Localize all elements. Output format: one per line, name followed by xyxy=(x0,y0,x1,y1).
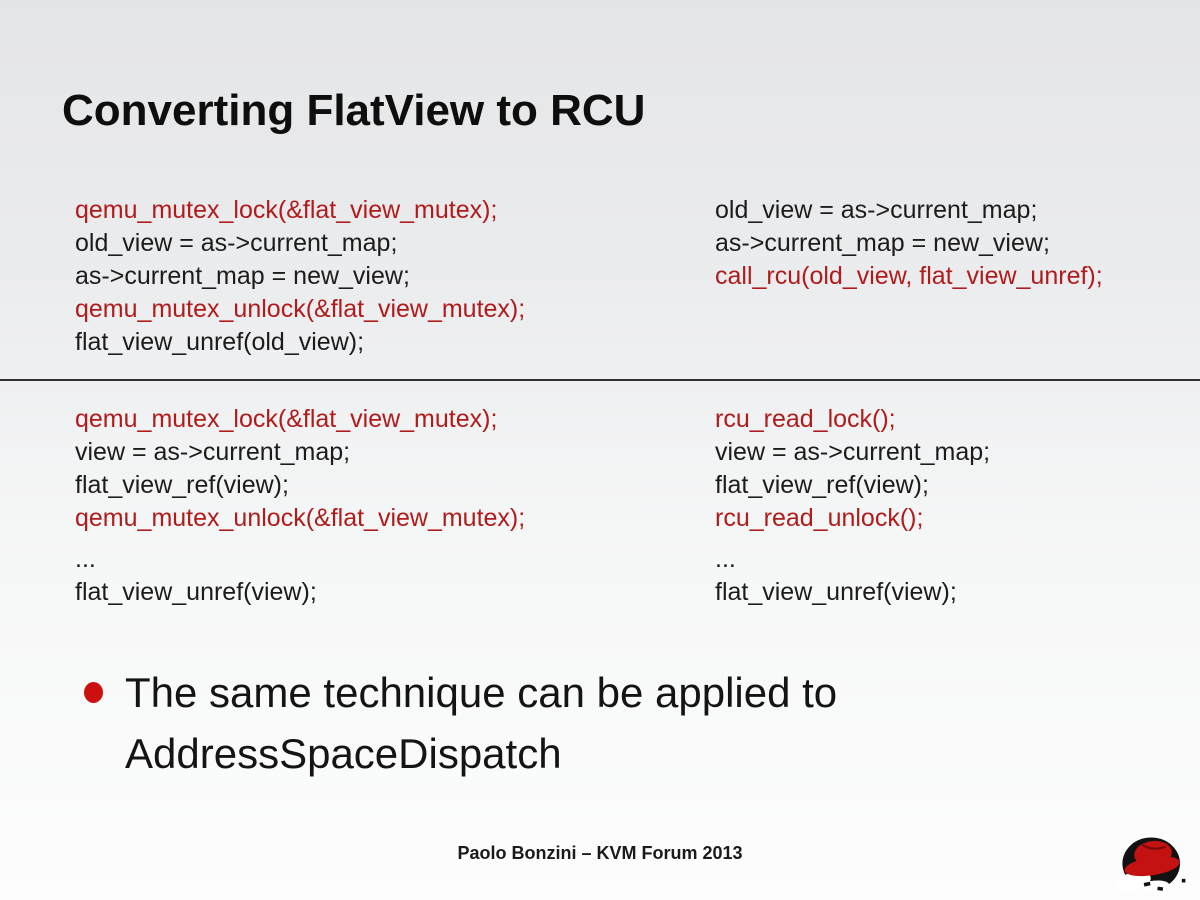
bullet-text: The same technique can be applied to Add… xyxy=(125,669,838,777)
code-line: qemu_mutex_unlock(&flat_view_mutex); xyxy=(75,504,526,532)
section-divider xyxy=(0,379,1200,381)
code-line: qemu_mutex_lock(&flat_view_mutex); xyxy=(75,405,498,433)
page-title: Converting FlatView to RCU xyxy=(62,86,646,135)
code-block-reader-mutex: qemu_mutex_lock(&flat_view_mutex);view =… xyxy=(75,403,525,609)
code-line: view = as->current_map; xyxy=(715,438,991,466)
code-block-writer-rcu: old_view = as->current_map; as->current_m… xyxy=(715,194,1103,293)
code-block-writer-mutex: qemu_mutex_lock(&flat_view_mutex); old_vi… xyxy=(75,194,525,359)
code-line: as->current_map = new_view; xyxy=(75,262,410,290)
code-line: rcu_read_lock(); xyxy=(715,405,896,433)
code-line: flat_view_unref(view); xyxy=(75,578,317,606)
code-line: qemu_mutex_lock(&flat_view_mutex); xyxy=(75,196,498,224)
code-block-reader-rcu: rcu_read_lock();view = as->current_map;f… xyxy=(715,403,990,609)
code-line: as->current_map = new_view; xyxy=(715,229,1050,257)
footer-credit: Paolo Bonzini – KVM Forum 2013 xyxy=(457,843,743,863)
redhat-shadowman-logo-icon xyxy=(1115,837,1186,892)
code-line: qemu_mutex_unlock(&flat_view_mutex); xyxy=(75,295,526,323)
bullet-item: The same technique can be applied to Add… xyxy=(84,662,1084,784)
code-line: flat_view_ref(view); xyxy=(75,471,289,499)
code-line: flat_view_unref(view); xyxy=(715,578,957,606)
code-line: ... xyxy=(75,545,96,573)
code-line: view = as->current_map; xyxy=(75,438,351,466)
code-line: flat_view_ref(view); xyxy=(715,471,929,499)
code-line: ... xyxy=(715,545,736,573)
code-line: call_rcu(old_view, flat_view_unref); xyxy=(715,262,1103,290)
code-line: old_view = as->current_map; xyxy=(715,196,1038,224)
code-line: flat_view_unref(old_view); xyxy=(75,328,365,356)
code-line: rcu_read_unlock(); xyxy=(715,504,924,532)
bullet-dot-icon xyxy=(84,682,103,703)
code-line: old_view = as->current_map; xyxy=(75,229,398,257)
